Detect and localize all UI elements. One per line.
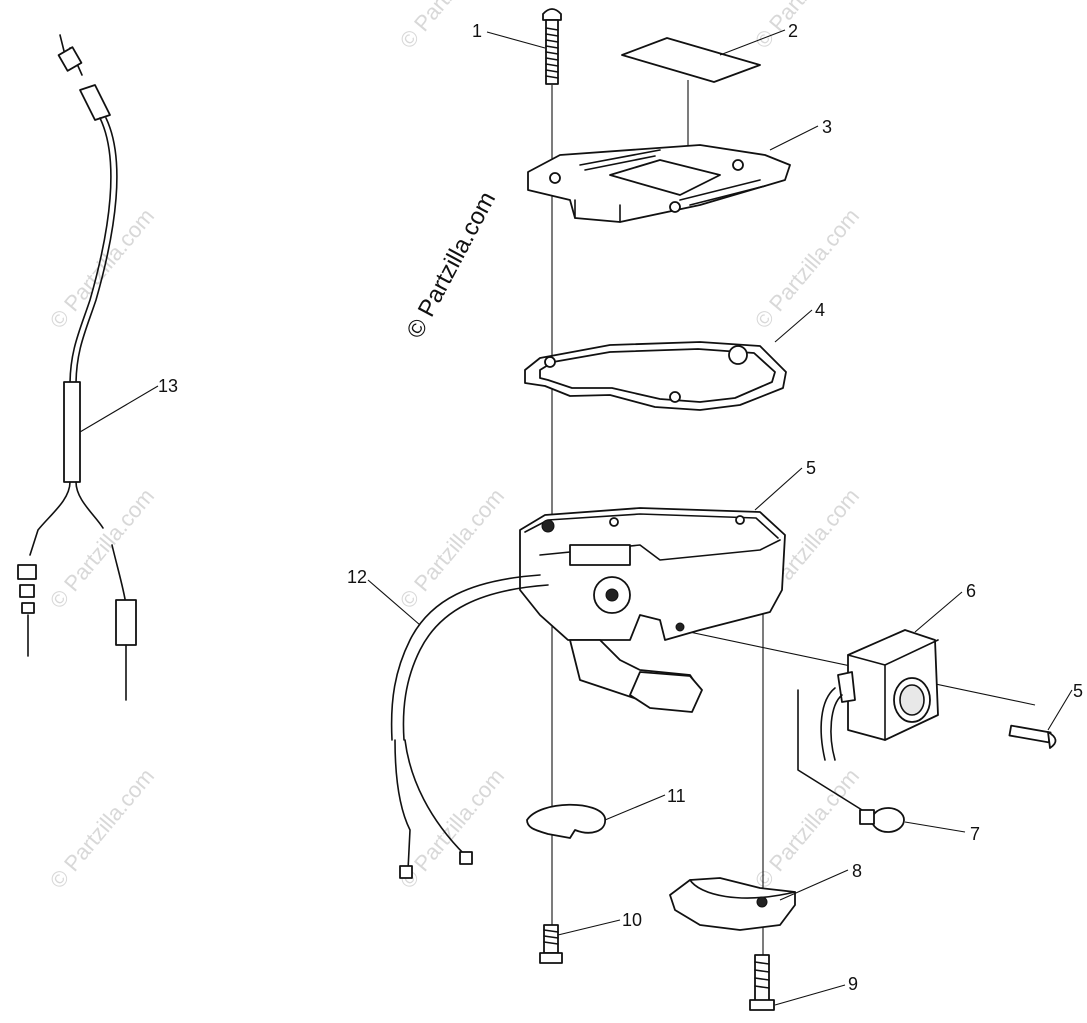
callout-labels: 1 2 3 4 5 5 6 7 8 9 10 11 12 13 (158, 21, 1083, 994)
clip-part-11 (526, 803, 606, 839)
callout-6: 6 (966, 581, 976, 601)
wire-harness-part-12 (390, 574, 549, 879)
watermark: © Partzilla.com (750, 0, 864, 53)
callout-7: 7 (970, 824, 980, 844)
cable-part-13 (17, 34, 137, 701)
bulb-part-7 (797, 689, 905, 833)
clamp-part-8 (669, 877, 796, 931)
leader-lines (79, 29, 1073, 1006)
callout-5-housing: 5 (806, 458, 816, 478)
watermark: © Partzilla.com (750, 764, 864, 894)
callout-1: 1 (472, 21, 482, 41)
callout-4: 4 (815, 300, 825, 320)
callout-3: 3 (822, 117, 832, 137)
watermark: © Partzilla.com (45, 204, 159, 334)
screw-part-1 (542, 8, 562, 85)
switch-part-6 (820, 629, 939, 761)
callout-12: 12 (347, 567, 367, 587)
callout-10: 10 (622, 910, 642, 930)
screw-part-9 (749, 954, 775, 1011)
watermark: © Partzilla.com (395, 0, 509, 53)
main-watermark: © Partzilla.com (401, 187, 501, 342)
screw-part-10 (539, 924, 563, 964)
label-part-2 (621, 37, 761, 83)
watermark: © Partzilla.com (45, 764, 159, 894)
callout-11: 11 (667, 786, 686, 806)
callout-2: 2 (788, 21, 798, 41)
cover-part-3 (527, 144, 791, 223)
callout-8: 8 (852, 861, 862, 881)
housing-part-5 (519, 507, 786, 713)
callout-5-screw: 5 (1073, 681, 1083, 701)
screw-part-5-right (1008, 724, 1057, 749)
callout-13: 13 (158, 376, 178, 396)
watermark-layer: © Partzilla.com © Partzilla.com © Partzi… (45, 0, 864, 893)
gasket-part-4 (524, 341, 787, 411)
callout-9: 9 (848, 974, 858, 994)
